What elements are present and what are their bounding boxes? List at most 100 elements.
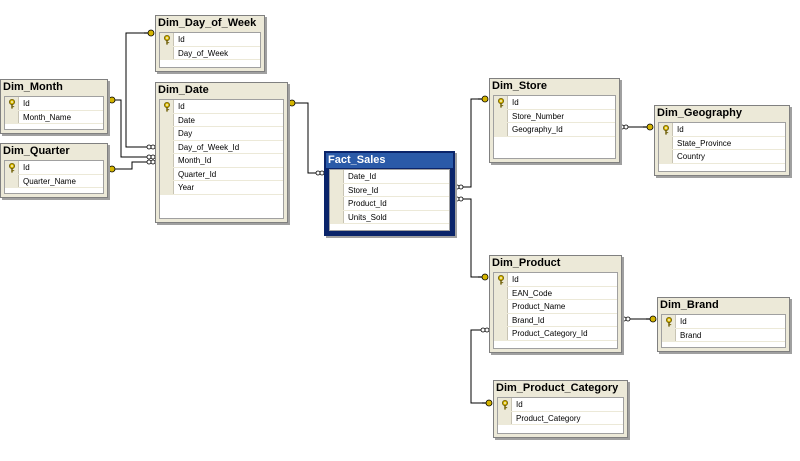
key-icon	[9, 99, 15, 109]
column-row[interactable]: Quarter_Id	[160, 167, 283, 181]
row-selector[interactable]	[160, 167, 174, 180]
row-selector[interactable]	[160, 113, 174, 126]
column-name: Day_of_Week	[178, 48, 229, 58]
column-row[interactable]: Brand	[662, 328, 785, 342]
column-row[interactable]: Quarter_Name	[5, 174, 103, 188]
row-selector[interactable]	[160, 127, 174, 140]
row-selector[interactable]	[494, 96, 508, 109]
key-endpoint-icon	[643, 123, 654, 131]
column-row[interactable]: Product_Category	[498, 411, 623, 425]
column-row[interactable]: Day_of_Week	[160, 46, 260, 60]
column-row[interactable]: Country	[659, 150, 785, 164]
column-row[interactable]: Id	[662, 315, 785, 329]
table-title[interactable]: Fact_Sales	[326, 153, 453, 168]
row-selector[interactable]	[494, 327, 508, 340]
column-row[interactable]: Month_Id	[160, 154, 283, 168]
column-row[interactable]: Year	[160, 181, 283, 195]
row-selector[interactable]	[5, 110, 19, 123]
row-selector[interactable]	[494, 300, 508, 313]
column-name: Brand_Id	[512, 315, 545, 325]
relationship-line[interactable]	[470, 329, 489, 404]
table-title[interactable]: Dim_Product_Category	[496, 382, 619, 394]
column-row[interactable]: Product_Id	[330, 197, 449, 211]
table-title[interactable]: Dim_Month	[3, 81, 63, 93]
relationship-line[interactable]	[455, 98, 485, 188]
column-row[interactable]: Units_Sold	[330, 210, 449, 224]
column-row[interactable]: Store_Id	[330, 183, 449, 197]
column-name: Quarter_Name	[23, 176, 76, 186]
table-title[interactable]: Dim_Geography	[657, 107, 742, 119]
column-row[interactable]: Product_Category_Id	[494, 327, 617, 341]
relationship-line[interactable]	[125, 32, 155, 148]
row-selector[interactable]	[494, 109, 508, 122]
row-selector[interactable]	[5, 97, 19, 110]
row-selector[interactable]	[160, 181, 174, 194]
row-selector[interactable]	[494, 313, 508, 326]
row-selector[interactable]	[160, 100, 174, 113]
relationship-line[interactable]	[112, 99, 155, 158]
row-selector[interactable]	[494, 286, 508, 299]
relationship-line[interactable]	[112, 161, 155, 170]
column-row[interactable]: Id	[5, 97, 103, 111]
row-selector[interactable]	[659, 136, 673, 149]
row-selector[interactable]	[659, 123, 673, 136]
row-selector[interactable]	[330, 170, 344, 183]
column-row[interactable]: Id	[5, 161, 103, 175]
column-row[interactable]: Id	[498, 398, 623, 412]
table-title[interactable]: Dim_Product	[492, 257, 561, 269]
column-row[interactable]: Id	[160, 33, 260, 47]
column-row[interactable]: Date	[160, 113, 283, 127]
row-selector[interactable]	[494, 273, 508, 286]
row-selector[interactable]	[498, 398, 512, 411]
column-row[interactable]: Id	[494, 96, 615, 110]
column-row[interactable]: Id	[659, 123, 785, 137]
column-row[interactable]: Month_Name	[5, 110, 103, 124]
row-selector[interactable]	[160, 46, 174, 59]
column-row[interactable]: Day	[160, 127, 283, 141]
column-row[interactable]: Id	[160, 100, 283, 114]
row-selector[interactable]	[330, 197, 344, 210]
row-selector[interactable]	[5, 174, 19, 187]
column-row[interactable]: Brand_Id	[494, 313, 617, 327]
row-selector[interactable]	[160, 140, 174, 153]
row-selector[interactable]	[662, 328, 676, 341]
column-row[interactable]: Product_Name	[494, 300, 617, 314]
table-title[interactable]: Dim_Date	[158, 84, 209, 96]
row-selector[interactable]	[330, 210, 344, 223]
table-title[interactable]: Dim_Brand	[660, 299, 719, 311]
row-selector[interactable]	[5, 161, 19, 174]
table-title[interactable]: Dim_Quarter	[3, 145, 70, 157]
column-name: State_Province	[677, 138, 732, 148]
table-title[interactable]: Dim_Store	[492, 80, 548, 92]
column-row[interactable]: Date_Id	[330, 170, 449, 184]
column-row[interactable]: Day_of_Week_Id	[160, 140, 283, 154]
column-row[interactable]: State_Province	[659, 136, 785, 150]
row-selector[interactable]	[160, 154, 174, 167]
row-selector[interactable]	[160, 33, 174, 46]
relationship-line[interactable]	[292, 102, 324, 174]
row-selector[interactable]	[662, 315, 676, 328]
column-row[interactable]: Geography_Id	[494, 123, 615, 137]
row-selector[interactable]	[494, 123, 508, 136]
row-selector[interactable]	[330, 183, 344, 196]
table-title[interactable]: Dim_Day_of_Week	[158, 17, 257, 29]
relationship-line[interactable]	[455, 198, 485, 278]
row-selector[interactable]	[498, 411, 512, 424]
column-row[interactable]: Id	[494, 273, 617, 287]
row-selector[interactable]	[659, 150, 673, 163]
column-row[interactable]: EAN_Code	[494, 286, 617, 300]
column-row[interactable]: Store_Number	[494, 109, 615, 123]
